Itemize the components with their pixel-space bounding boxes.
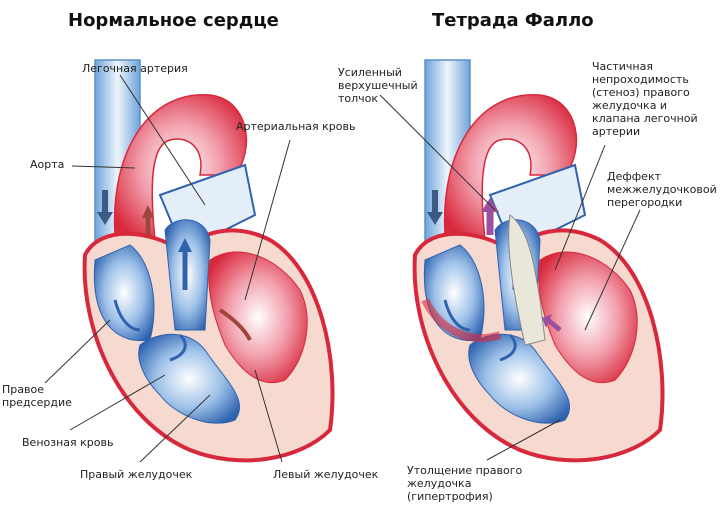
leader-lines [44, 74, 641, 463]
tetralogy-heart-drawing [415, 60, 663, 460]
label-septal-defect: Деффект межжелудочковой перегородки [607, 170, 717, 209]
label-pulmonary-artery: Легочная артерия [82, 62, 188, 75]
label-ventricular-hypertrophy: Утолщение правого желудочка (гипертрофия… [407, 464, 523, 503]
title-tetralogy-of-fallot: Тетрада Фалло [432, 10, 594, 31]
label-pulmonary-stenosis: Частичная непроходимость (стеноз) правог… [592, 60, 698, 138]
label-right-ventricle: Правый желудочек [80, 468, 193, 481]
label-left-ventricle: Левый желудочек [273, 468, 379, 481]
label-venous-blood: Венозная кровь [22, 436, 114, 449]
label-apex-beat: Усиленный верхушечный толчок [338, 66, 418, 105]
label-arterial-blood: Артериальная кровь [236, 120, 356, 133]
label-aorta: Аорта [30, 158, 65, 171]
label-right-atrium: Правое предсердие [2, 383, 72, 409]
title-normal-heart: Нормальное сердце [68, 10, 279, 31]
